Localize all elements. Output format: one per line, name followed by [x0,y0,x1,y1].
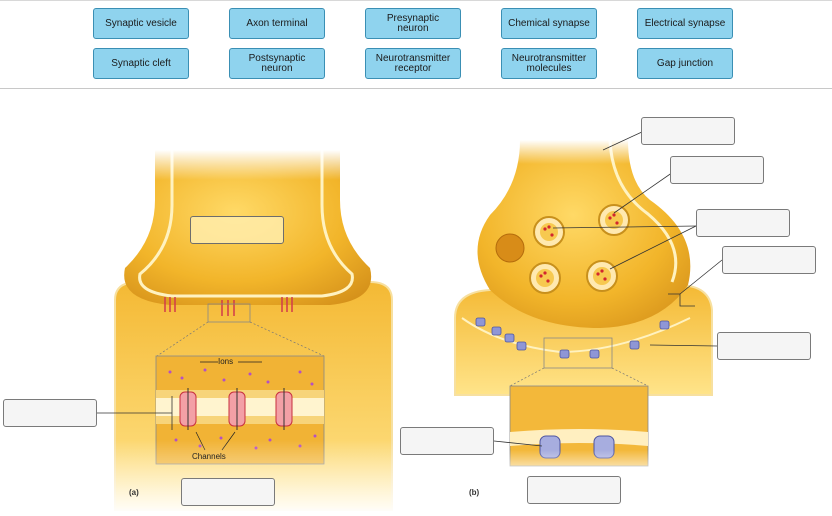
panel-a-label: (a) [129,488,139,497]
drop-target-panel-a[interactable] [181,478,275,506]
panel-b-chemical-synapse [454,130,723,480]
label-chip-synaptic-cleft[interactable]: Synaptic cleft [93,48,189,79]
label-chip-chemical-synapse[interactable]: Chemical synapse [501,8,597,39]
label-chip-gap-junction[interactable]: Gap junction [637,48,733,79]
label-chip-axon-terminal[interactable]: Axon terminal [229,8,325,39]
drop-target-vesicle[interactable] [670,156,764,184]
receptor-proteins [475,317,670,359]
drop-target-panel-b[interactable] [527,476,621,504]
label-chip-presynaptic-neuron[interactable]: Presynaptic neuron [365,8,461,39]
label-chip-postsynaptic-neuron[interactable]: Postsynaptic neuron [229,48,325,79]
drop-target-axon-terminal-a[interactable] [190,216,284,244]
chip-text: Postsynaptic neuron [248,52,306,74]
chip-text: Presynaptic neuron [386,12,440,34]
drop-target-postsynaptic[interactable] [717,332,811,360]
channels-annotation: Channels [192,452,226,461]
drop-target-neurotransmitter[interactable] [696,209,790,237]
drop-target-receptor[interactable] [400,427,494,455]
panel-a-electrical-synapse [97,150,420,516]
drop-target-presynaptic[interactable] [641,117,735,145]
label-chip-electrical-synapse[interactable]: Electrical synapse [637,8,733,39]
gap-junction-marks [164,297,293,316]
label-chip-synaptic-vesicle[interactable]: Synaptic vesicle [93,8,189,39]
drop-target-cleft[interactable] [722,246,816,274]
neurotransmitter-dots [539,213,619,283]
label-chip-neurotransmitter-molecules[interactable]: Neurotransmitter molecules [501,48,597,79]
panel-b-label: (b) [469,488,480,497]
top-rule [0,0,832,1]
ions-annotation: Ions [218,357,234,366]
label-chip-neurotransmitter-receptor[interactable]: Neurotransmitter receptor [365,48,461,79]
drop-target-gap-junction[interactable] [3,399,97,427]
